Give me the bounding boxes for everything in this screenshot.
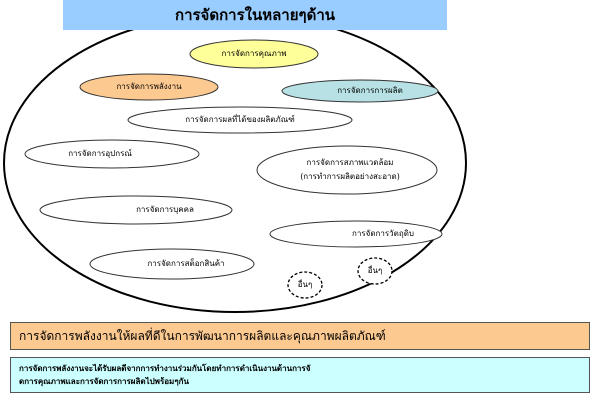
stock-ellipse — [89, 248, 255, 280]
summary-box: การจัดการพลังงานให้ผลที่ดีในการพัฒนาการผ… — [10, 322, 590, 350]
production-ellipse — [281, 79, 439, 103]
energy-label: การจัดการพลังงาน — [116, 82, 182, 91]
diagram-title: การจัดการในหลายๆด้าน — [63, 0, 447, 30]
equipment-ellipse — [24, 139, 200, 169]
production-label: การจัดการการผลิต — [337, 86, 403, 95]
note-line-2: ดการคุณภาพและการจัดการการผลิตไปพร้อมๆกัน — [19, 377, 189, 386]
note-line-1: การจัดการพลังงานจะได้รับผลดีจากการทำงานร… — [19, 364, 311, 373]
personnel-label: การจัดการบุคคล — [136, 205, 194, 214]
other-ellipse-2 — [357, 257, 393, 285]
other-label-2: อื่นๆ — [367, 266, 383, 275]
products-ellipse — [127, 106, 353, 134]
equipment-label: การจัดการอุปกรณ์ — [68, 149, 132, 158]
products-label: การจัดการผลที่ได้ของผลิตภัณฑ์ — [185, 115, 295, 124]
stock-label: การจัดการสต็อกสินค้า — [147, 259, 225, 268]
raw-materials-ellipse — [269, 220, 443, 248]
personnel-ellipse — [39, 195, 233, 225]
other-ellipse-1 — [287, 271, 323, 299]
energy-ellipse — [79, 73, 219, 101]
other-label-1: อื่นๆ — [297, 280, 313, 289]
environment-label: การจัดการสภาพแวดล้อม — [306, 158, 394, 167]
quality-label: การจัดการคุณภาพ — [221, 49, 287, 58]
note-box: การจัดการพลังงานจะได้รับผลดีจากการทำงานร… — [10, 357, 590, 393]
environment-ellipse — [256, 145, 438, 195]
environment-sublabel: (การทำการผลิตอย่างสะอาด) — [300, 172, 400, 181]
quality-ellipse — [189, 39, 319, 69]
diagram-canvas — [3, 13, 467, 313]
raw-materials-label: การจัดการวัตถุดิบ — [352, 229, 414, 238]
